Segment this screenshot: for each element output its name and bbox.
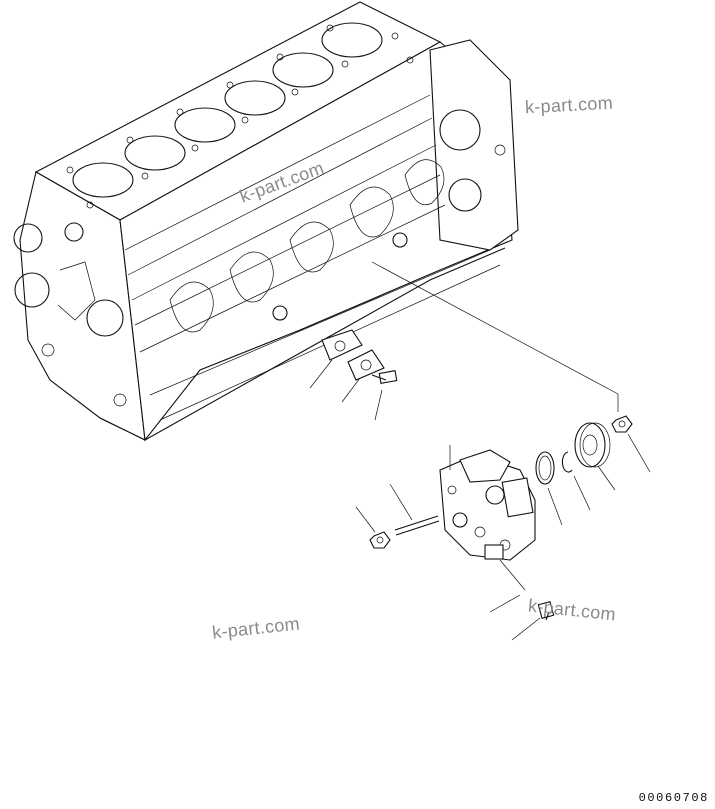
connector-plug [537,601,555,621]
cover-plate [347,349,385,381]
cylinder-block [13,1,519,442]
gasket [321,329,363,361]
gear-nut [611,415,633,433]
snap-ring [561,451,573,473]
hex-nut [369,531,391,549]
o-ring [535,451,555,485]
drawing-code: 00060708 [638,791,709,805]
fuel-supply-pump [439,445,536,561]
mounting-bolt [371,370,398,384]
drive-gear [574,422,611,468]
stud-bolt [394,515,440,536]
